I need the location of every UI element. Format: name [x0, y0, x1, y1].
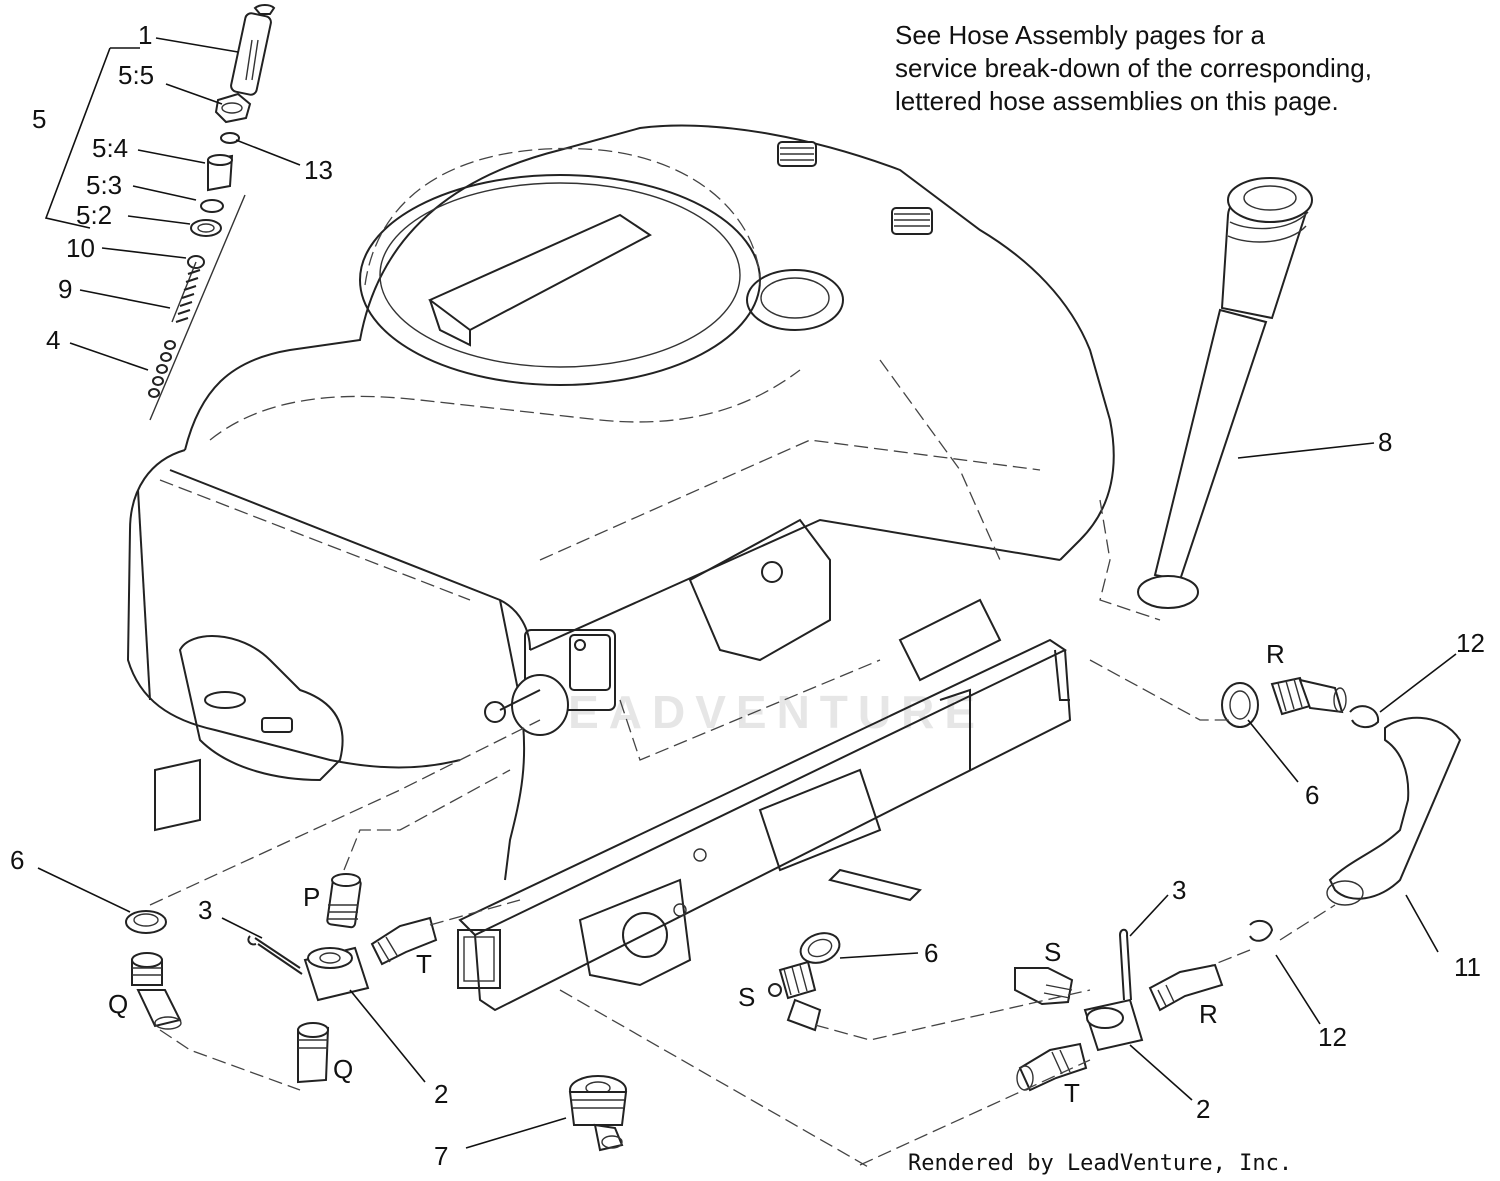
- filler-tube: [1099, 177, 1313, 621]
- callout-5-4: 5:4: [92, 133, 128, 163]
- callout-11: 11: [1454, 952, 1481, 982]
- watermark: LEADVENTURE: [530, 686, 985, 738]
- callout-2-left: 2: [434, 1079, 448, 1109]
- callout-T-left: T: [416, 949, 432, 979]
- part-7-fitting: [568, 1075, 628, 1152]
- callout-Q-left: Q: [108, 989, 128, 1019]
- note-line-2: service break-down of the corresponding,: [895, 53, 1372, 83]
- callout-P: P: [303, 882, 320, 912]
- callout-T-right: T: [1064, 1078, 1080, 1108]
- callout-S-mid: S: [738, 982, 755, 1012]
- callout-Q-bottom: Q: [333, 1054, 353, 1084]
- callout-labels: 1 5:5 5 5:4 13 5:3 5:2 10 9 4 8 R 12 6 6…: [10, 20, 1485, 1171]
- spray-tank: [126, 124, 1115, 881]
- callout-3-left: 3: [198, 895, 212, 925]
- right-fittings: [1089, 659, 1462, 971]
- note-line-1: See Hose Assembly pages for a: [895, 20, 1266, 50]
- callout-13: 13: [304, 155, 333, 185]
- callout-12-bottom: 12: [1318, 1022, 1347, 1052]
- callout-3-right: 3: [1172, 875, 1186, 905]
- callout-1: 1: [138, 20, 152, 50]
- callout-R-top: R: [1266, 639, 1285, 669]
- callout-5-2: 5:2: [76, 200, 112, 230]
- callout-12-top: 12: [1456, 628, 1485, 658]
- callout-7: 7: [434, 1141, 448, 1171]
- tank-frame: [154, 598, 1072, 1012]
- callout-4: 4: [46, 325, 60, 355]
- note-line-3: lettered hose assemblies on this page.: [895, 86, 1339, 116]
- callout-6-right: 6: [1305, 780, 1319, 810]
- agitator-stack: [44, 4, 276, 421]
- hose-assembly-note: See Hose Assembly pages for a service br…: [895, 20, 1372, 116]
- callout-6-mid: 6: [924, 938, 938, 968]
- callout-6-left: 6: [10, 845, 24, 875]
- callout-8: 8: [1378, 427, 1392, 457]
- callout-9: 9: [58, 274, 72, 304]
- callout-10: 10: [66, 233, 95, 263]
- callout-5-3: 5:3: [86, 170, 122, 200]
- leader-lines: [37, 37, 1457, 1149]
- rendered-by-credit: Rendered by LeadVenture, Inc.: [908, 1151, 1292, 1176]
- tank-valve: [484, 629, 616, 736]
- callout-5: 5: [32, 104, 46, 134]
- left-hose-assembly: [125, 719, 541, 1091]
- callout-S-right: S: [1044, 937, 1061, 967]
- callout-R-right: R: [1199, 999, 1218, 1029]
- callout-5-5: 5:5: [118, 60, 154, 90]
- right-hose-assembly: [559, 928, 1224, 1169]
- callout-2-right: 2: [1196, 1094, 1210, 1124]
